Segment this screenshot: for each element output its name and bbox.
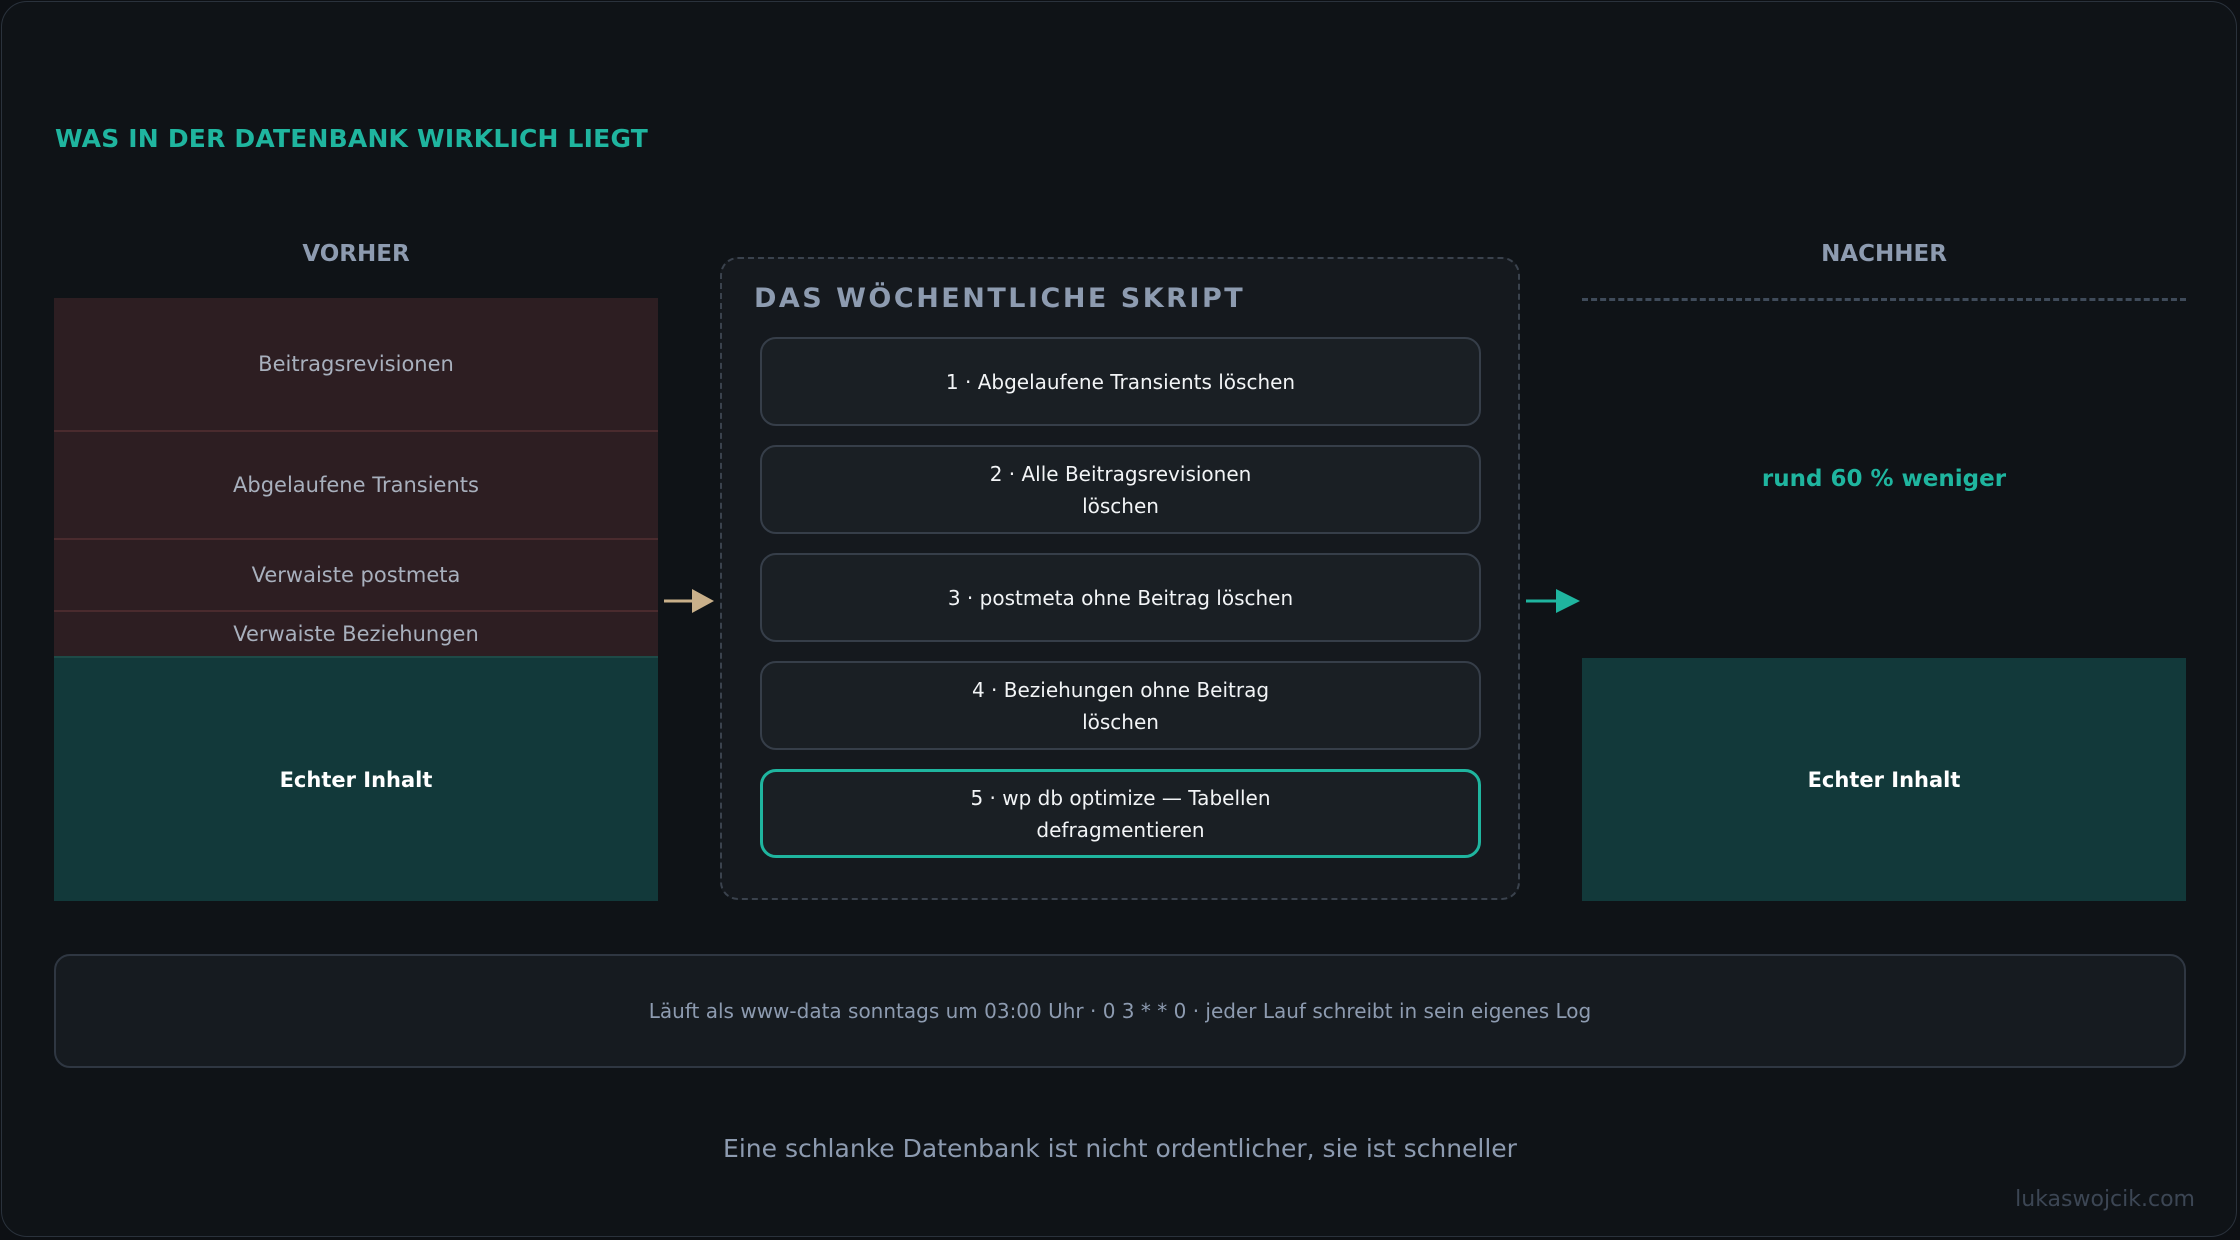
step-3: 3 · postmeta ohne Beitrag löschen [760,553,1481,642]
segment-revisions: Beitragsrevisionen [54,298,658,432]
step-3-label: 3 · postmeta ohne Beitrag löschen [947,585,1294,610]
credit: lukaswojcik.com [2015,1187,2195,1212]
step-2-label: 2 · Alle Beitragsrevisionen löschen [989,461,1252,518]
schedule-box: Läuft als www-data sonntags um 03:00 Uhr… [54,954,2186,1068]
before-title: VORHER [302,241,410,267]
segment-transients: Abgelaufene Transients [54,432,658,540]
before-stack: Beitragsrevisionen Abgelaufene Transient… [54,298,658,901]
after-real-content: Echter Inhalt [1582,658,2186,901]
step-1-label: 1 · Abgelaufene Transients löschen [945,369,1296,394]
reduction-label: rund 60 % weniger [1761,466,2007,492]
script-title: DAS WÖCHENTLICHE SKRIPT [754,283,1246,314]
arrow-right-icon [664,589,714,613]
arrow-right-icon [1526,589,1580,613]
step-5-label: 5 · wp db optimize — Tabellen defragment… [970,785,1271,842]
weekly-script-box: DAS WÖCHENTLICHE SKRIPT 1 · Abgelaufene … [720,257,1520,900]
step-4-label: 4 · Beziehungen ohne Beitrag löschen [971,677,1270,734]
diagram-heading: WAS IN DER DATENBANK WIRKLICH LIEGT [55,124,648,153]
step-5: 5 · wp db optimize — Tabellen defragment… [760,769,1481,858]
segment-orphan-postmeta: Verwaiste postmeta [54,540,658,612]
step-2: 2 · Alle Beitragsrevisionen löschen [760,445,1481,534]
before-real-content: Echter Inhalt [54,658,658,901]
schedule-text: Läuft als www-data sonntags um 03:00 Uhr… [648,999,1592,1023]
tagline: Eine schlanke Datenbank ist nicht ordent… [723,1134,1517,1163]
step-4: 4 · Beziehungen ohne Beitrag löschen [760,661,1481,750]
before-size-marker [1582,298,2186,301]
after-title: NACHHER [1821,241,1947,267]
segment-orphan-relationships: Verwaiste Beziehungen [54,612,658,658]
step-1: 1 · Abgelaufene Transients löschen [760,337,1481,426]
